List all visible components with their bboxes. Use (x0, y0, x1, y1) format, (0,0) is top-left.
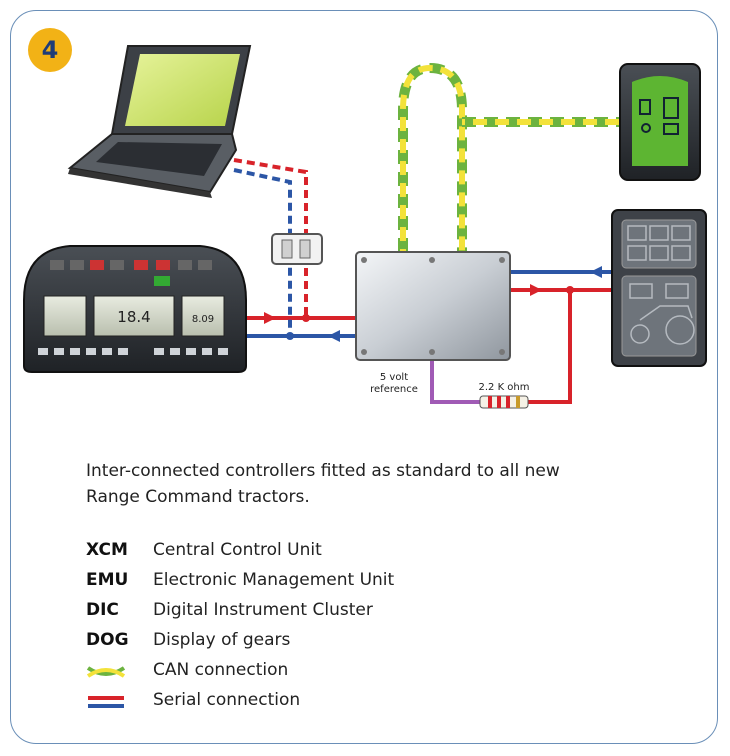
caption-line-2: Range Command tractors. (86, 487, 310, 507)
legend-desc: Electronic Management Unit (153, 570, 395, 590)
figure-number-badge: 4 (28, 28, 72, 72)
legend-desc: Digital Instrument Cluster (153, 600, 373, 620)
dic-instrument-cluster: 18.4 8.09 (23, 245, 247, 373)
legend-desc: Central Control Unit (153, 540, 322, 560)
diagnostic-connector (271, 233, 323, 265)
dog-display-of-gears (619, 63, 701, 181)
reference-label-line2: reference (370, 384, 418, 395)
serial-icon (88, 696, 124, 708)
resistor-icon (479, 395, 529, 409)
figure-caption: Inter-connected controllers fitted as st… (86, 458, 646, 510)
caption-line-1: Inter-connected controllers fitted as st… (86, 461, 560, 481)
figure-frame (10, 10, 718, 744)
legend-abbr: DIC (86, 600, 119, 620)
legend-item-xcm: XCM Central Control Unit (86, 538, 646, 568)
legend-desc: CAN connection (153, 660, 289, 680)
legend-desc: Display of gears (153, 630, 291, 650)
dic-buttons (38, 348, 228, 355)
legend-item-dic: DIC Digital Instrument Cluster (86, 598, 646, 628)
legend-abbr: DOG (86, 630, 129, 650)
emu-electronic-management-unit (611, 209, 707, 367)
xcm-central-control-unit (355, 251, 511, 361)
can-bus-chain (398, 62, 620, 252)
legend-item-emu: EMU Electronic Management Unit (86, 568, 646, 598)
legend-desc: Serial connection (153, 690, 301, 710)
legend-abbr: XCM (86, 540, 128, 560)
laptop-icon (67, 45, 252, 198)
dic-reading-2: 8.09 (192, 314, 214, 325)
can-icon (86, 666, 126, 678)
legend-item-dog: DOG Display of gears (86, 628, 646, 658)
reference-label-line1: 5 volt (380, 372, 408, 383)
dic-warning-lights (50, 260, 212, 286)
dic-reading-1: 18.4 (117, 308, 150, 326)
legend-abbr: EMU (86, 570, 129, 590)
legend: XCM Central Control Unit EMU Electronic … (86, 538, 646, 718)
resistor-label: 2.2 K ohm (478, 382, 529, 393)
legend-item-can: CAN connection (86, 658, 646, 688)
serial-lines (233, 158, 612, 404)
legend-item-serial: Serial connection (86, 688, 646, 718)
